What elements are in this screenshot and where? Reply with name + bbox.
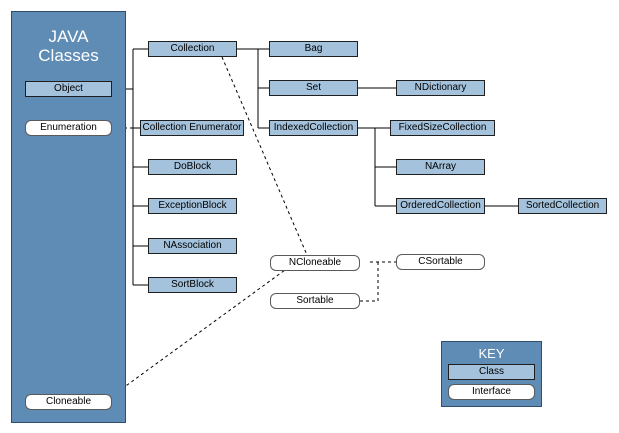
node-bag[interactable]: Bag (269, 41, 358, 57)
node-doblock[interactable]: DoBlock (148, 159, 237, 175)
java-title-line1: JAVA (48, 27, 89, 46)
node-collection[interactable]: Collection (148, 41, 237, 57)
key-class-sample: Class (448, 364, 535, 380)
java-classes-panel: JAVA Classes (11, 11, 126, 423)
node-nassociation[interactable]: NAssociation (148, 238, 237, 254)
node-indexedcollection[interactable]: IndexedCollection (269, 120, 358, 136)
node-set[interactable]: Set (269, 80, 358, 96)
java-panel-title: JAVA Classes (12, 27, 125, 65)
node-object[interactable]: Object (25, 81, 112, 97)
node-narray[interactable]: NArray (396, 159, 485, 175)
java-title-line2: Classes (38, 46, 99, 65)
node-ndictionary[interactable]: NDictionary (396, 80, 485, 96)
node-exceptionblock[interactable]: ExceptionBlock (148, 198, 237, 214)
node-enumeration[interactable]: Enumeration (25, 120, 112, 136)
node-sortable[interactable]: Sortable (270, 293, 360, 309)
node-sortedcollection[interactable]: SortedCollection (518, 198, 607, 214)
node-fixedsizecollection[interactable]: FixedSizeCollection (390, 120, 495, 136)
node-sortblock[interactable]: SortBlock (148, 277, 237, 293)
key-title: KEY (478, 346, 505, 361)
key-interface-sample: Interface (448, 384, 535, 400)
node-collection-enumerator[interactable]: Collection Enumerator (140, 120, 244, 136)
node-cloneable[interactable]: Cloneable (25, 394, 112, 410)
node-ncloneable[interactable]: NCloneable (270, 255, 360, 271)
node-csortable[interactable]: CSortable (396, 254, 485, 270)
node-orderedcollection[interactable]: OrderedCollection (396, 198, 485, 214)
